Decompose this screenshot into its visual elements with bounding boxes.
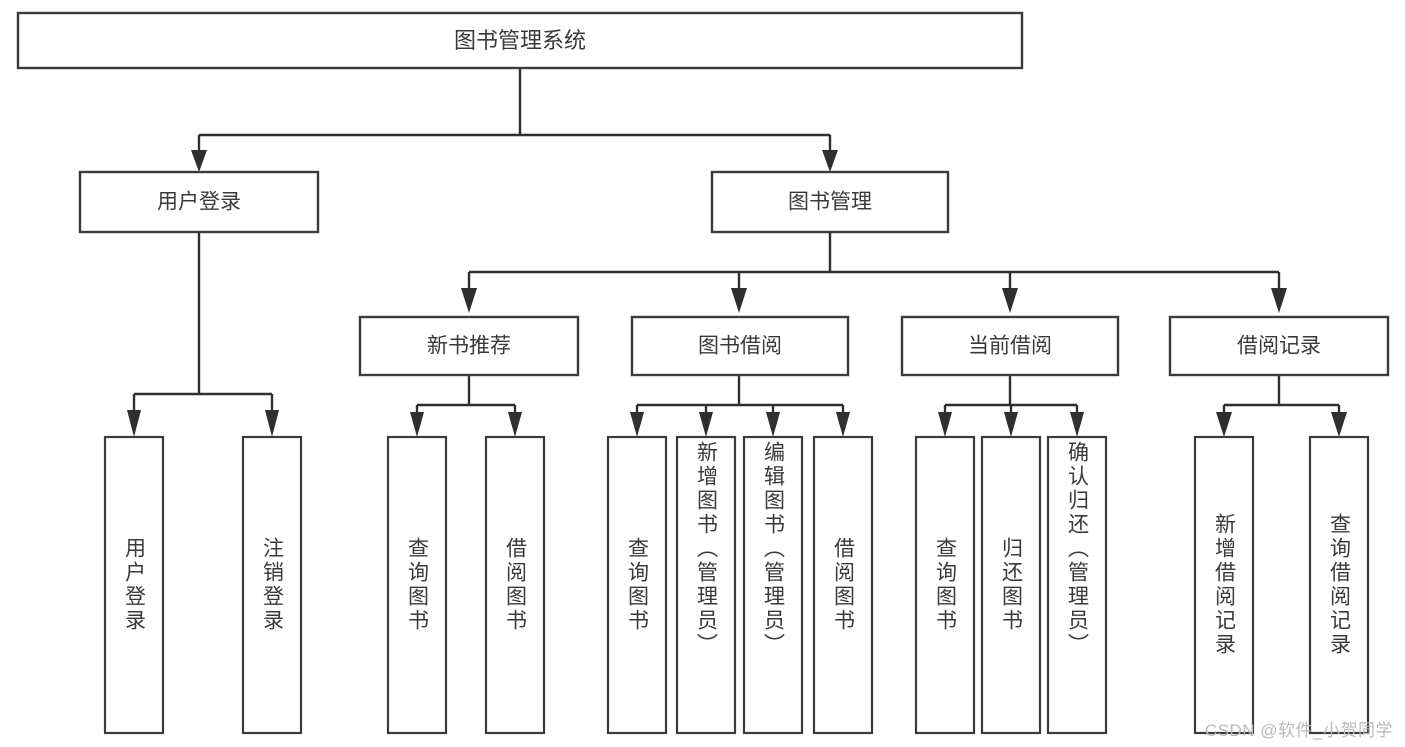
leaf-box-current-return-book[interactable] <box>980 435 1042 735</box>
node-book-borrow-label: 图书借阅 <box>698 335 782 358</box>
connector-layer <box>127 68 1347 437</box>
leaf-box-logout[interactable] <box>241 435 303 735</box>
leaf-box-record-add-record[interactable] <box>1193 435 1255 735</box>
node-current-borrow-box[interactable] <box>900 315 1120 377</box>
node-borrow-record[interactable]: 借阅记录 <box>1168 315 1390 377</box>
node-root-system[interactable]: 图书管理系统 <box>16 11 1024 70</box>
arrow-head-borrow-leaf-1 <box>630 412 644 437</box>
arrow-head-recommend-leaf-2 <box>508 412 522 437</box>
arrow-head-current-leaf-1 <box>938 412 952 437</box>
node-book-manage-label: 图书管理 <box>788 191 872 214</box>
node-new-book-recommend-label: 新书推荐 <box>427 335 511 358</box>
arrow-head-borrow-leaf-4 <box>836 412 850 437</box>
arrow-head-borrow-record <box>1271 288 1287 313</box>
arrow-head-recommend-leaf-1 <box>410 412 424 437</box>
node-root-system-label: 图书管理系统 <box>454 28 586 53</box>
node-new-book-recommend[interactable]: 新书推荐 <box>358 315 580 377</box>
node-new-book-recommend-box[interactable] <box>358 315 580 377</box>
arrow-head-book-borrow <box>731 288 747 313</box>
node-user-login-box[interactable] <box>78 170 320 234</box>
leaf-box-current-query-book[interactable] <box>914 435 976 735</box>
arrow-head-record-leaf-1 <box>1216 412 1232 437</box>
leaf-box-borrow-borrow-book[interactable] <box>812 435 874 735</box>
node-borrow-record-label: 借阅记录 <box>1237 335 1321 358</box>
leaf-box-recommend-borrow-book[interactable] <box>484 435 546 735</box>
leaf-box-borrow-query-book[interactable] <box>606 435 668 735</box>
csdn-watermark: CSDN @软件_小贺同学 <box>1204 721 1393 740</box>
arrow-head-borrow-leaf-3 <box>766 412 780 437</box>
leaf-box-borrow-edit-book[interactable] <box>742 435 804 735</box>
node-current-borrow-label: 当前借阅 <box>968 335 1052 358</box>
arrow-head-current-leaf-2 <box>1004 412 1018 437</box>
arrow-head-borrow-leaf-2 <box>699 412 713 437</box>
arrow-head-current-borrow <box>1002 288 1018 313</box>
leaf-box-user-login[interactable] <box>103 435 165 735</box>
node-borrow-record-box[interactable] <box>1168 315 1390 377</box>
arrow-head-record-leaf-2 <box>1331 412 1347 437</box>
leaf-box-current-confirm-return[interactable] <box>1046 435 1108 735</box>
arrow-head-current-leaf-3 <box>1070 412 1084 437</box>
arrow-head-user-login-leaf <box>127 410 141 437</box>
node-book-manage-box[interactable] <box>710 170 950 234</box>
node-user-login[interactable]: 用户登录 <box>78 170 320 234</box>
leaf-box-borrow-add-book[interactable] <box>675 435 737 735</box>
node-user-login-label: 用户登录 <box>157 191 241 214</box>
arrow-head-new-book-recommend <box>461 288 477 313</box>
node-root-system-box[interactable] <box>16 11 1024 70</box>
node-book-borrow[interactable]: 图书借阅 <box>630 315 850 377</box>
arrow-head-user-login <box>191 150 207 172</box>
node-book-manage[interactable]: 图书管理 <box>710 170 950 234</box>
node-book-borrow-box[interactable] <box>630 315 850 377</box>
leaf-box-record-query-record[interactable] <box>1308 435 1370 735</box>
node-current-borrow[interactable]: 当前借阅 <box>900 315 1120 377</box>
arrow-head-book-manage <box>822 150 838 172</box>
leaf-box-recommend-query-book[interactable] <box>386 435 448 735</box>
arrow-head-logout-leaf <box>265 410 279 437</box>
